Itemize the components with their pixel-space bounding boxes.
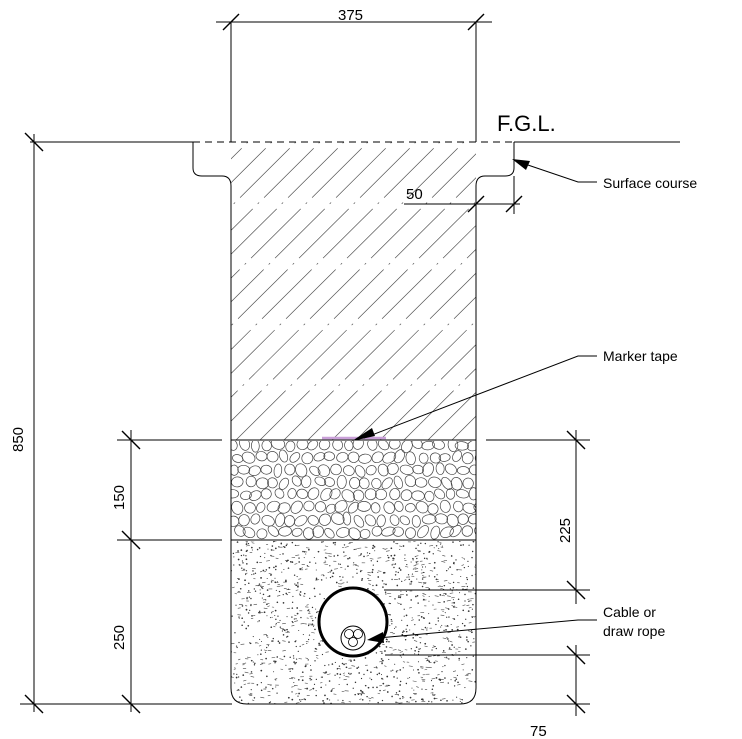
- leader-cable: Cable or draw rope: [367, 604, 665, 643]
- surface-course-label: Surface course: [603, 175, 697, 191]
- trench-outline: [30, 141, 680, 705]
- dim-75-label: 75: [530, 723, 547, 739]
- cable-label-line1: Cable or: [603, 604, 656, 620]
- leader-marker-tape: Marker tape: [352, 348, 678, 441]
- sand-layer: [231, 541, 476, 704]
- dim-250-label: 250: [111, 625, 128, 650]
- dim-total-depth: 850: [10, 132, 232, 714]
- dim-50-label: 50: [406, 186, 423, 203]
- conduit: [317, 586, 389, 658]
- dim-top-width: 375: [216, 7, 492, 142]
- marker-tape-label: Marker tape: [603, 348, 678, 364]
- cable-label-line2: draw rope: [603, 623, 665, 639]
- leader-surface-course: Surface course: [512, 159, 697, 191]
- dim-kerb: 50: [404, 176, 523, 214]
- dim-150-label: 150: [111, 485, 128, 510]
- dim-left-inner: 150 250: [111, 430, 222, 714]
- cable-bundle-icon: [340, 625, 366, 651]
- dim-right: 225 75: [384, 430, 590, 739]
- dim-850-label: 850: [10, 427, 27, 452]
- gravel-layer: [231, 441, 476, 540]
- backfill-hatch: [231, 142, 476, 440]
- fgl-label: F.G.L.: [497, 111, 556, 136]
- dim-225-label: 225: [557, 518, 574, 543]
- dim-375-label: 375: [338, 7, 363, 24]
